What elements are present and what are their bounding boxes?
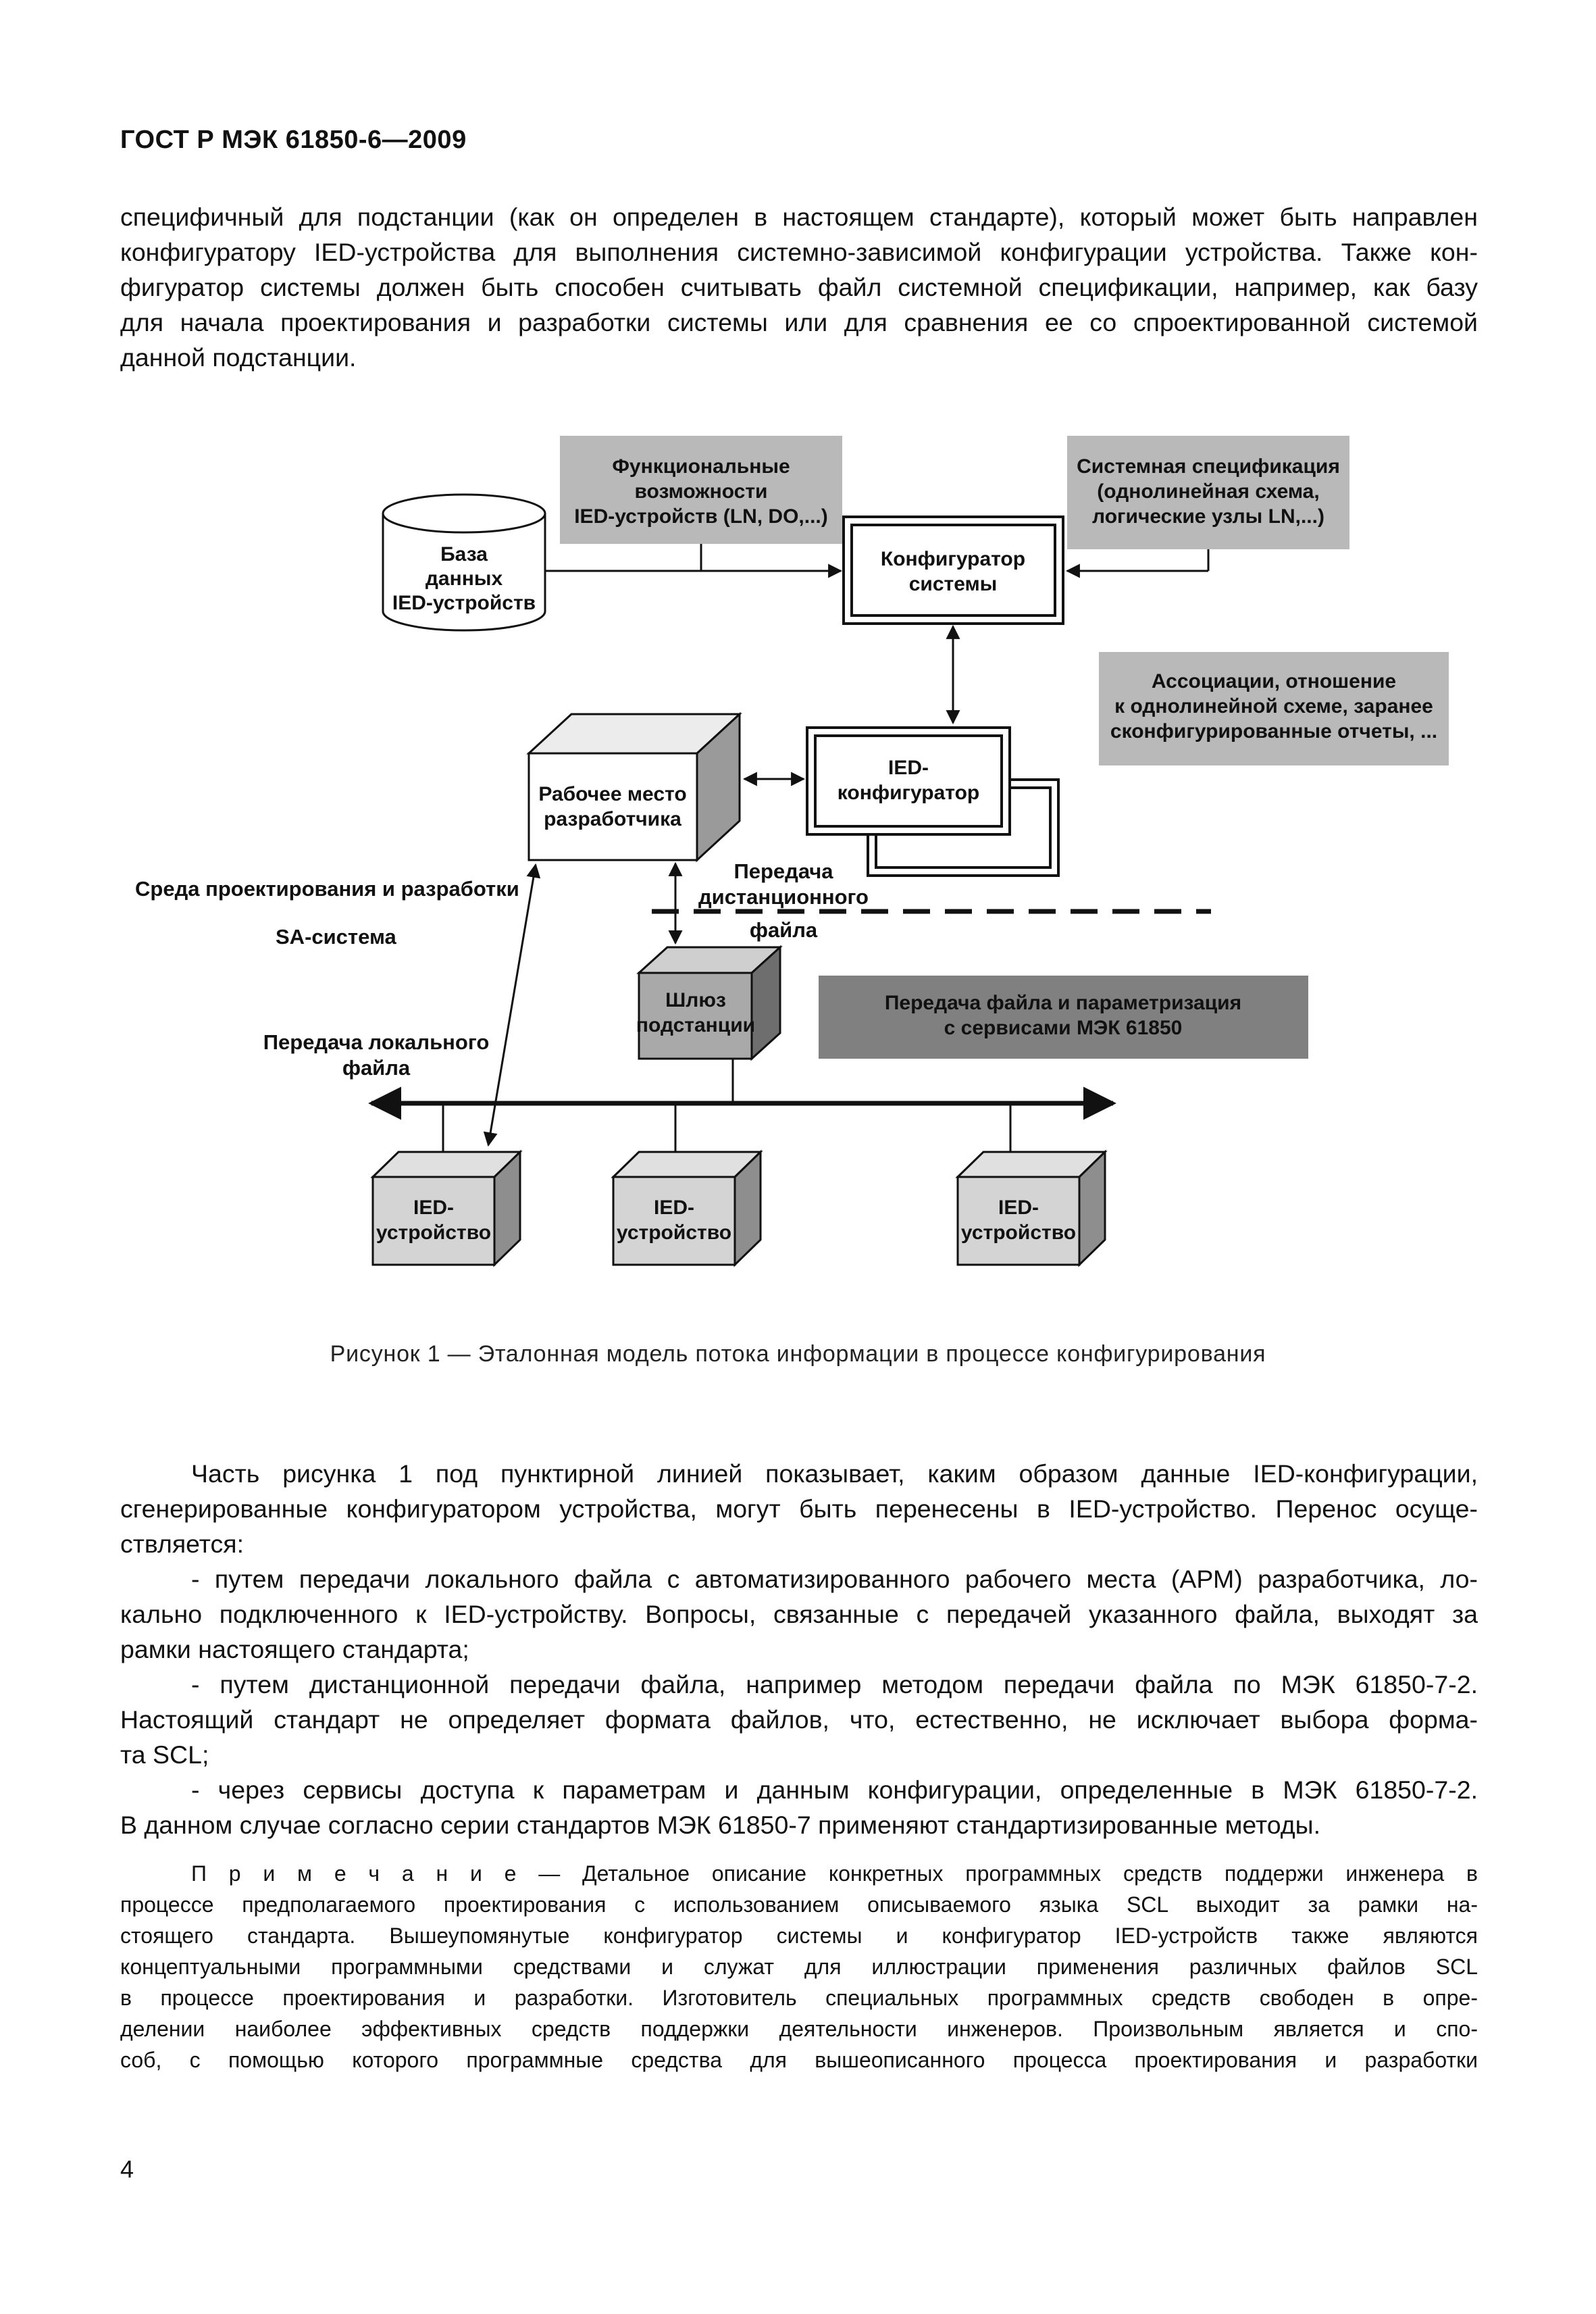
ied-configurator-box: IED- конфигуратор (806, 726, 1060, 877)
document-header: ГОСТ Р МЭК 61850-6—2009 (120, 126, 467, 154)
ied-device-1: IED- устройство (370, 1149, 523, 1267)
note-line: в процессе проектирования и разработки. … (120, 1986, 1478, 2010)
associations-box: Ассоциации, отношение к однолинейной схе… (1099, 652, 1449, 765)
body-line: кально подключенного к IED-устройству. В… (120, 1600, 1478, 1628)
sys-config-line: Конфигуратор (881, 548, 1025, 570)
ied-device-line: устройство (376, 1222, 491, 1244)
functional-capabilities-box: Функциональные возможности IED-устройств… (560, 436, 842, 544)
intro-line: специфичный для подстанции (как он опред… (120, 203, 1478, 231)
database-line: База (440, 543, 488, 565)
note-line: стоящего стандарта. Вышеупомянутые конфи… (120, 1923, 1478, 1948)
body-line: ствляется: (120, 1530, 244, 1558)
remote-transfer-line: файла (750, 918, 818, 942)
body-line: - путем передачи локального файла с авто… (191, 1565, 1478, 1593)
param-line: Передача файла и параметризация (885, 992, 1241, 1014)
system-configurator-box: Конфигуратор системы (842, 515, 1064, 625)
workstation-line: разработчика (544, 808, 681, 830)
body-line: сгенерированные конфигуратором устройств… (120, 1494, 1478, 1523)
substation-gateway-box: Шлюз подстанции (636, 945, 783, 1061)
parametrization-box: Передача файла и параметризация с сервис… (819, 976, 1308, 1059)
ied-device-line: IED- (413, 1197, 454, 1219)
body-line: Часть рисунка 1 под пунктирной линией по… (191, 1459, 1478, 1488)
spec-box-line: логические узлы LN,...) (1092, 505, 1324, 528)
note-line: П р и м е ч а н и е — Детальное описание… (191, 1861, 1478, 1886)
remote-transfer-line: дистанционного (698, 885, 869, 909)
gateway-line: Шлюз (665, 989, 726, 1011)
remote-transfer-line: Передача (733, 859, 833, 883)
body-line: Настоящий стандарт не определяет формата… (120, 1705, 1478, 1734)
note-line: процессе предполагаемого проектирования … (120, 1892, 1478, 1917)
param-line: с сервисами МЭК 61850 (944, 1017, 1183, 1039)
system-specification-box: Системная спецификация (однолинейная схе… (1067, 436, 1349, 549)
note-paragraph: П р и м е ч а н и е — Детальное описание… (120, 1858, 1478, 2076)
sa-system-label: SA-система (276, 925, 396, 949)
database-line: IED-устройств (392, 592, 536, 614)
figure-caption: Рисунок 1 — Эталонная модель потока инфо… (330, 1341, 1266, 1367)
note-line: концептуальными программными средствами … (120, 1955, 1478, 1979)
intro-line: для начала проектирования и разработки с… (120, 308, 1478, 336)
spec-box-line: Системная спецификация (1077, 455, 1340, 478)
assoc-line: сконфигурированные отчеты, ... (1110, 720, 1437, 743)
gateway-line: подстанции (636, 1014, 755, 1036)
ied-config-line: IED- (888, 757, 929, 779)
body-paragraph: Часть рисунка 1 под пунктирной линией по… (120, 1456, 1478, 1842)
ied-device-line: IED- (654, 1197, 694, 1219)
note-line: делении наиболее эффективных средств под… (120, 2017, 1478, 2041)
ied-device-line: устройство (617, 1222, 731, 1244)
arrow-lines-upper (545, 544, 1210, 725)
developer-workstation-box: Рабочее место разработчика (526, 711, 742, 863)
body-line: та SCL; (120, 1740, 209, 1769)
page-number: 4 (120, 2155, 134, 2183)
func-box-line: Функциональные (612, 455, 790, 478)
ied-device-line: устройство (961, 1222, 1076, 1244)
assoc-line: Ассоциации, отношение (1152, 670, 1396, 693)
ied-config-line: конфигуратор (838, 782, 980, 804)
intro-paragraph: специфичный для подстанции (как он опред… (120, 199, 1478, 375)
design-environment-label: Среда проектирования и разработки (135, 877, 519, 901)
body-line: - путем дистанционной передачи файла, на… (191, 1670, 1478, 1699)
note-line: соб, с помощью которого программные сред… (120, 2048, 1478, 2072)
intro-line: конфигуратору IED-устройства для выполне… (120, 238, 1478, 266)
sys-config-line: системы (909, 573, 998, 595)
func-box-line: возможности (634, 480, 767, 503)
ied-device-3: IED- устройство (955, 1149, 1108, 1267)
workstation-line: Рабочее место (538, 783, 686, 805)
ied-database-cylinder: База данных IED-устройств (382, 493, 546, 632)
local-transfer-line: файла (342, 1056, 411, 1080)
func-box-line: IED-устройств (LN, DO,...) (574, 505, 828, 528)
ied-device-2: IED- устройство (611, 1149, 763, 1267)
body-line: - через сервисы доступа к параметрам и д… (191, 1776, 1478, 1804)
database-line: данных (426, 568, 503, 590)
intro-line: фигуратор системы должен быть способен с… (120, 273, 1478, 301)
body-line: рамки настоящего стандарта; (120, 1635, 469, 1663)
assoc-line: к однолинейной схеме, заранее (1114, 695, 1433, 718)
local-transfer-line: Передача локального (263, 1030, 490, 1054)
spec-box-line: (однолинейная схема, (1097, 480, 1319, 503)
intro-line: данной подстанции. (120, 343, 357, 372)
ied-device-line: IED- (998, 1197, 1039, 1219)
body-line: В данном случае согласно серии стандарто… (120, 1811, 1321, 1839)
